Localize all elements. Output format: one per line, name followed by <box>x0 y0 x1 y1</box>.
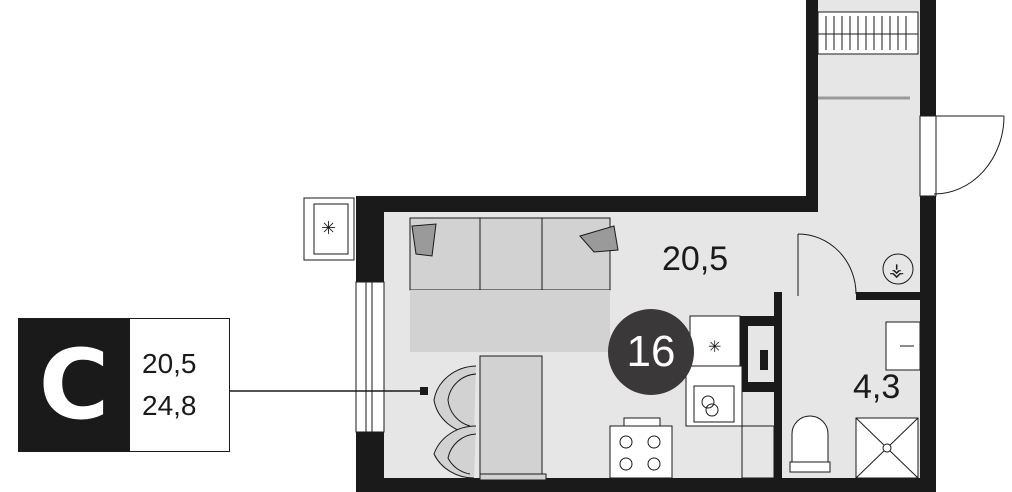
ac-unit-icon: ✳ <box>321 218 336 238</box>
entrance-door <box>919 115 1005 197</box>
bathroom-door <box>797 233 857 296</box>
bathroom-area-label: 4,3 <box>853 368 901 406</box>
area-box <box>130 318 230 452</box>
kitchen <box>609 315 775 479</box>
fan-icon: ⚶ <box>889 260 904 280</box>
total-area-value: 24,8 <box>142 390 197 421</box>
category-letter: С <box>38 329 110 441</box>
ac-unit <box>303 197 355 261</box>
hood-icon: ✳ <box>708 339 721 356</box>
window-left <box>355 281 385 433</box>
radiator-top <box>817 11 919 55</box>
bathroom-fixtures <box>789 321 921 479</box>
main-room-area-label: 20,5 <box>662 240 729 278</box>
living-area-value: 20,5 <box>142 348 197 379</box>
category-badge <box>18 318 130 452</box>
dining-set <box>433 355 547 481</box>
unit-number-circle <box>608 309 694 395</box>
leader-marker <box>420 387 428 395</box>
unit-number: 16 <box>626 327 676 376</box>
fan-circle <box>882 253 914 285</box>
sofa <box>409 217 619 352</box>
